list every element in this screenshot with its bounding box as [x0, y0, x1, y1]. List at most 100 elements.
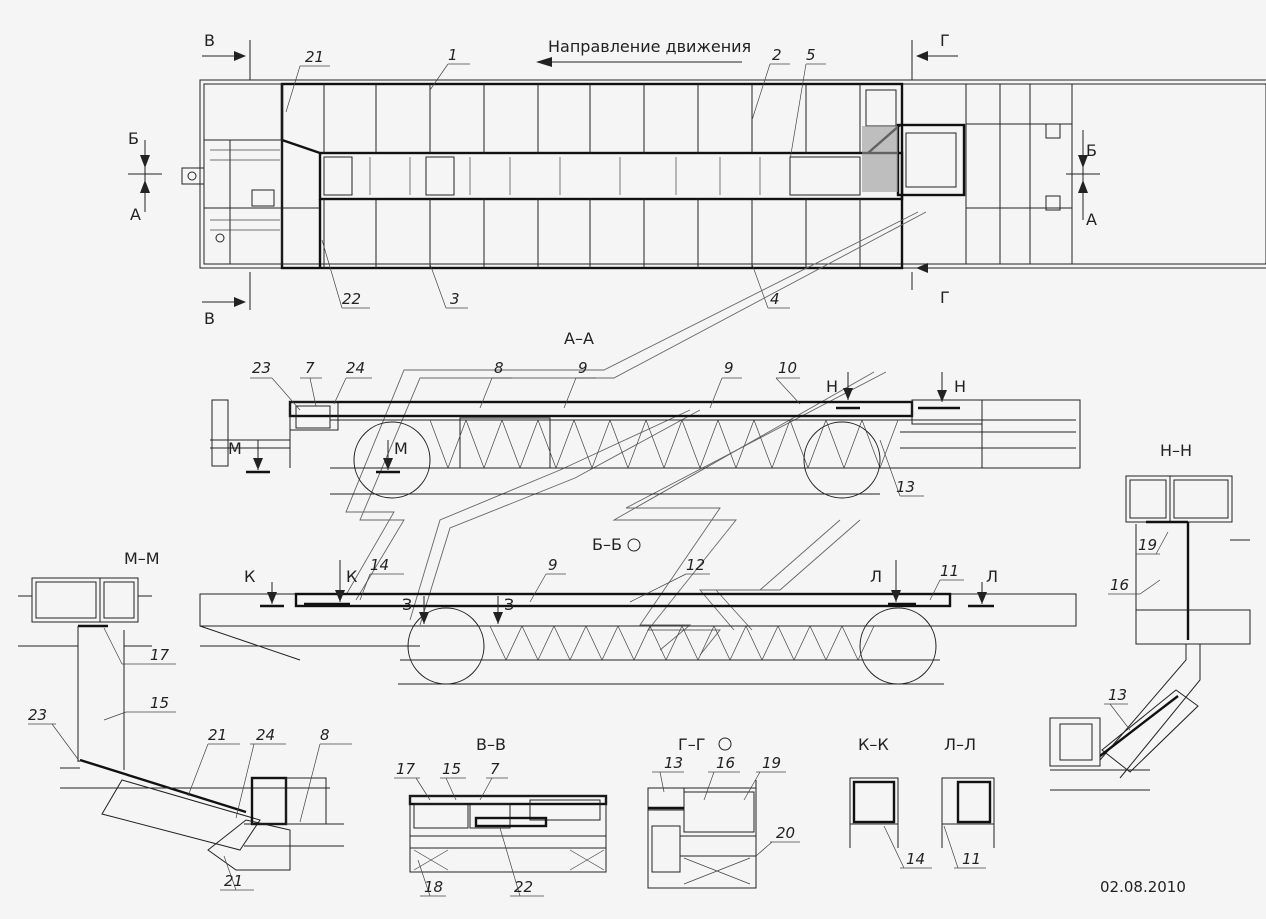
callout-4: 4 — [770, 290, 780, 308]
truss-member — [553, 625, 571, 661]
callout-aa-7: 7 — [305, 359, 315, 377]
truss-member — [591, 419, 611, 469]
callout-gg-20: 20 — [776, 824, 795, 842]
view-title-kk: К–К — [858, 735, 889, 754]
callout-kk-14: 14 — [906, 850, 925, 868]
section-mark-g-bottom: Г — [940, 288, 950, 307]
callout-nn-16: 16 — [1110, 576, 1129, 594]
section-mark-v-bottom: В — [204, 309, 215, 328]
view-title-aa: А–А — [564, 329, 594, 348]
truss-member — [699, 419, 719, 469]
wheel-rear-aa — [803, 421, 881, 499]
truss-member — [429, 419, 449, 469]
truss-member — [483, 419, 503, 469]
section-mark-k-left: К — [244, 567, 256, 586]
section-mark-b-right: Б — [1086, 141, 1097, 160]
callout-aa-10: 10 — [778, 359, 797, 377]
section-mark-z-left: З — [402, 595, 412, 614]
callout-aa-13: 13 — [896, 478, 915, 496]
section-vv: В–В 17 15 7 18 22 — [394, 735, 608, 897]
callout-nn-13: 13 — [1108, 686, 1127, 704]
truss-member — [537, 625, 555, 661]
section-mm: М–М 17 15 23 21 24 8 21 — [18, 549, 352, 891]
truss-member — [753, 419, 773, 469]
callout-aa-24: 24 — [346, 359, 365, 377]
truss-aa — [429, 419, 899, 469]
truss-member — [793, 625, 811, 661]
truss-member — [697, 625, 715, 661]
section-gg: Г–Г 13 16 19 20 — [647, 735, 800, 889]
callout-5: 5 — [806, 46, 816, 64]
callout-mm-8: 8 — [320, 726, 330, 744]
callout-vv-18: 18 — [424, 878, 443, 896]
section-mark-l-left: Л — [870, 567, 882, 586]
truss-member — [617, 625, 635, 661]
callout-bb-14: 14 — [370, 556, 389, 574]
truss-member — [809, 625, 827, 661]
truss-member — [729, 625, 747, 661]
wheel-rear-bb — [859, 607, 937, 685]
callout-1: 1 — [448, 46, 458, 64]
truss-member — [777, 625, 795, 661]
truss-member — [745, 625, 763, 661]
section-mark-a-left: А — [130, 205, 141, 224]
truss-member — [843, 419, 863, 469]
truss-member — [521, 625, 539, 661]
callout-nn-19: 19 — [1138, 536, 1157, 554]
section-kk: К–К 14 — [849, 735, 932, 869]
callout-vv-22: 22 — [514, 878, 533, 896]
section-nn: Н–Н 19 16 13 — [1049, 441, 1251, 791]
section-mark-g-top: Г — [940, 31, 950, 50]
callout-mm-15: 15 — [150, 694, 169, 712]
view-title-nn: Н–Н — [1160, 441, 1192, 460]
view-title-bb: Б–Б — [592, 535, 622, 554]
plan-panel-columns — [323, 84, 861, 268]
section-bb: Б–Б К К Л Л З З 14 — [199, 535, 1077, 685]
truss-member — [569, 625, 587, 661]
callout-aa-23: 23 — [252, 359, 271, 377]
direction-label: Направление движения — [548, 37, 751, 56]
callout-mm-17: 17 — [150, 646, 170, 664]
truss-member — [713, 625, 731, 661]
callout-mm-21a: 21 — [208, 726, 227, 744]
section-mark-m-right: М — [394, 439, 408, 458]
truss-member — [879, 419, 899, 469]
truss-member — [573, 419, 593, 469]
truss-bb — [489, 625, 875, 661]
view-title-vv: В–В — [476, 735, 506, 754]
callout-gg-16: 16 — [716, 754, 735, 772]
callout-mm-24: 24 — [256, 726, 275, 744]
date-stamp: 02.08.2010 — [1100, 878, 1186, 896]
truss-member — [663, 419, 683, 469]
wheel-front-aa — [353, 421, 431, 499]
section-mark-l-right: Л — [986, 567, 998, 586]
truss-member — [585, 625, 603, 661]
wheel-front-bb — [407, 607, 485, 685]
callout-mm-23: 23 — [28, 706, 47, 724]
truss-member — [633, 625, 651, 661]
callout-aa-8: 8 — [494, 359, 504, 377]
callout-ll-11: 11 — [962, 850, 981, 868]
view-title-ll: Л–Л — [944, 735, 976, 754]
callout-vv-7: 7 — [490, 760, 500, 778]
callout-vv-15: 15 — [442, 760, 461, 778]
section-mark-b-left: Б — [128, 129, 139, 148]
truss-member — [807, 419, 827, 469]
truss-member — [665, 625, 683, 661]
truss-member — [519, 419, 539, 469]
truss-member — [609, 419, 629, 469]
truss-member — [825, 419, 845, 469]
truss-member — [861, 419, 881, 469]
section-mark-a-right: А — [1086, 210, 1097, 229]
truss-member — [761, 625, 779, 661]
truss-member — [505, 625, 523, 661]
callout-3: 3 — [450, 290, 460, 308]
callout-aa-9a: 9 — [578, 359, 588, 377]
callout-mm-21b: 21 — [224, 872, 243, 890]
projection-lines — [345, 211, 927, 656]
callout-22: 22 — [342, 290, 361, 308]
view-title-mm: М–М — [124, 549, 160, 568]
truss-member — [771, 419, 791, 469]
truss-member — [681, 419, 701, 469]
